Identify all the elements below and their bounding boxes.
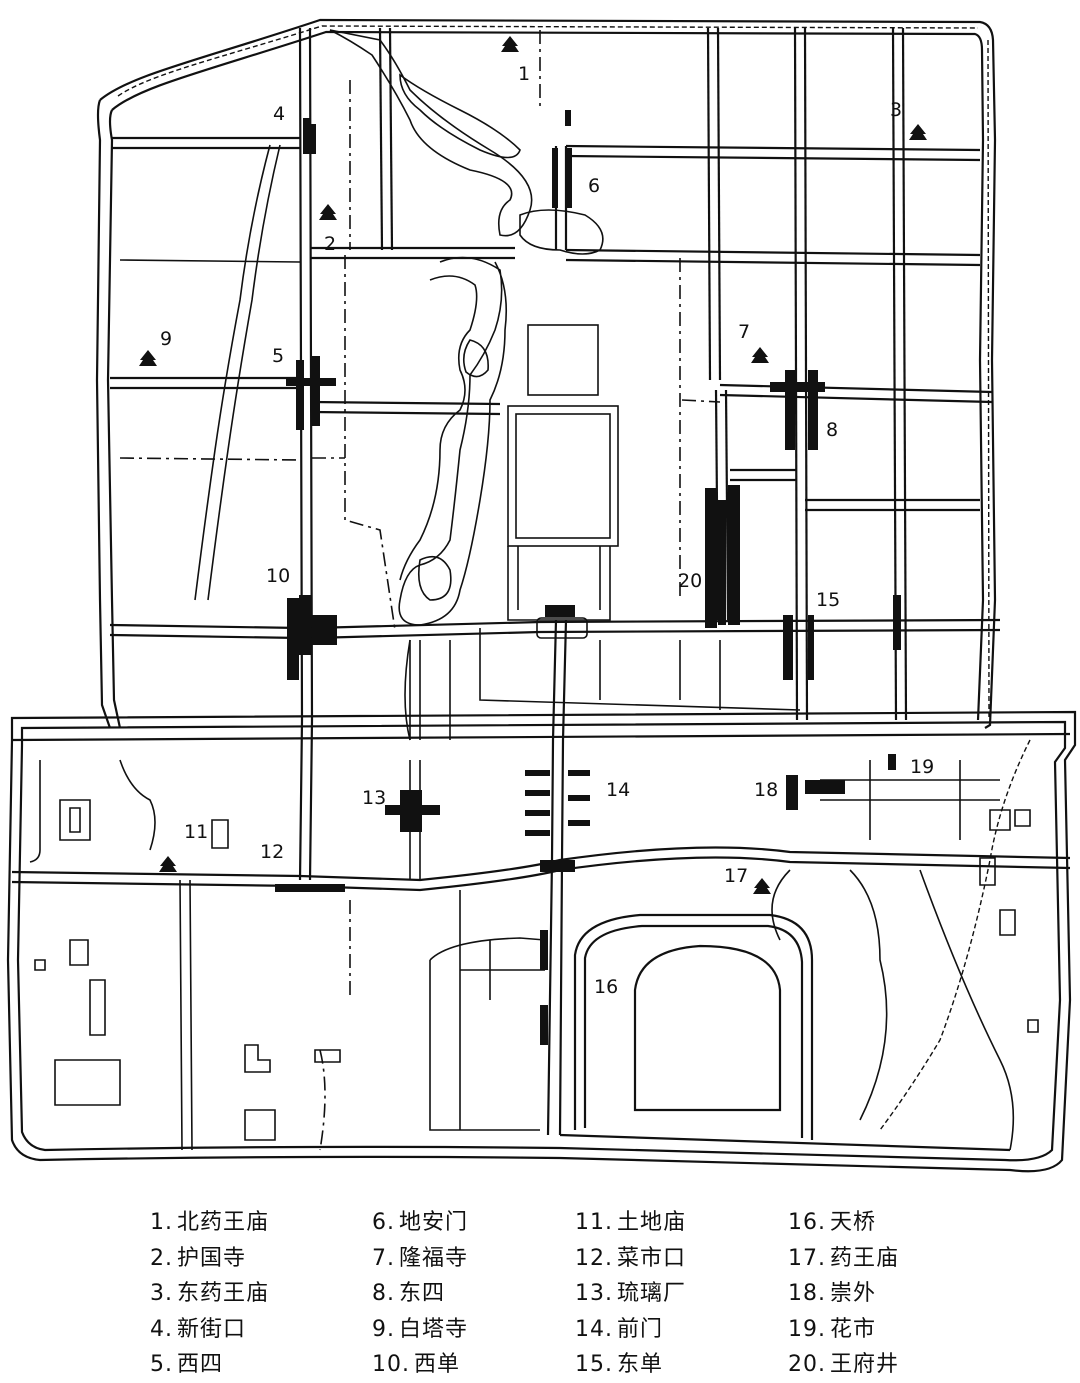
legend-label: 崇外: [830, 1281, 877, 1306]
legend-column: 16.天桥 17.药王庙 18.崇外 19.花市 20.王府井: [788, 1205, 998, 1383]
imperial-city: [344, 255, 801, 740]
map-label-6: 6: [588, 175, 600, 197]
legend-item: 11.土地庙: [575, 1205, 785, 1241]
legend-item: 17.药王庙: [788, 1241, 998, 1277]
legend-item: 10.西单: [372, 1347, 582, 1383]
map-label-3: 3: [890, 99, 902, 121]
legend-label: 王府井: [830, 1352, 900, 1377]
map-label-11: 11: [184, 821, 208, 843]
map-labels: 1 2 3 4 5 6 7 8 9 10 11 12 13 14 15 16 1…: [160, 63, 934, 998]
legend-label: 护国寺: [177, 1245, 247, 1271]
map-label-1: 1: [518, 63, 530, 85]
legend-item: 16.天桥: [788, 1205, 998, 1241]
map-label-17: 17: [724, 865, 748, 887]
legend-label: 琉璃厂: [617, 1281, 687, 1306]
pagoda-icon: [909, 124, 927, 140]
pagoda-icon: [159, 856, 177, 872]
pagoda-icon: [565, 110, 571, 126]
legend-label: 北药王庙: [177, 1210, 270, 1235]
legend-label: 东药王庙: [177, 1281, 270, 1306]
legend-label: 东四: [399, 1281, 446, 1306]
minor-streets: [29, 30, 1039, 1151]
legend-label: 东单: [617, 1352, 664, 1377]
legend-item: 20.王府井: [788, 1347, 998, 1383]
legend-item: 15.东单: [575, 1347, 785, 1383]
legend-item: 5.西四: [150, 1347, 360, 1383]
legend-column: 11.土地庙 12.菜市口 13.琉璃厂 14.前门 15.东单: [575, 1205, 785, 1383]
legend-label: 白塔寺: [399, 1316, 469, 1342]
legend-label: 天桥: [830, 1210, 877, 1235]
cross-streets: [11, 136, 1071, 1152]
map-legend: 1.北药王庙 2.护国寺 3.东药王庙 4.新街口 5.西四 6.地安门 7.隆…: [150, 1205, 950, 1377]
map-label-14: 14: [606, 779, 630, 801]
pagoda-icon: [319, 204, 337, 220]
pagoda-icon: [501, 36, 519, 52]
temple-of-heaven: [573, 913, 814, 1140]
legend-item: 13.琉璃厂: [575, 1276, 785, 1312]
map-label-20: 20: [678, 570, 702, 592]
outer-city-wall: [6, 710, 1077, 1173]
legend-column: 6.地安门 7.隆福寺 8.东四 9.白塔寺 10.西单: [372, 1205, 582, 1383]
legend-label: 药王庙: [830, 1245, 900, 1271]
legend-label: 地安门: [399, 1210, 469, 1235]
legend-item: 12.菜市口: [575, 1241, 785, 1277]
legend-item: 18.崇外: [788, 1276, 998, 1312]
legend-label: 花市: [830, 1316, 877, 1342]
map-label-12: 12: [260, 841, 284, 863]
map-label-13: 13: [362, 787, 386, 809]
city-map: 1 2 3 4 5 6 7 8 9 10 11 12 13 14 15 16 1…: [6, 18, 1077, 1173]
map-label-15: 15: [816, 589, 840, 611]
map-label-18: 18: [754, 779, 778, 801]
legend-item: 7.隆福寺: [372, 1241, 582, 1277]
pagoda-icon: [139, 350, 157, 366]
legend-label: 菜市口: [617, 1245, 687, 1271]
map-label-2: 2: [324, 233, 336, 255]
legend-label: 新街口: [177, 1316, 247, 1342]
map-label-7: 7: [738, 321, 750, 343]
legend-label: 隆福寺: [399, 1245, 469, 1271]
legend-item: 8.东四: [372, 1276, 582, 1312]
map-label-16: 16: [594, 976, 618, 998]
pagoda-icons: [139, 36, 927, 894]
legend-label: 西四: [177, 1352, 224, 1377]
pagoda-icon: [751, 347, 769, 363]
lakes: [329, 29, 604, 626]
map-label-10: 10: [266, 565, 290, 587]
map-label-4: 4: [273, 103, 285, 125]
map-label-19: 19: [910, 756, 934, 778]
legend-column: 1.北药王庙 2.护国寺 3.东药王庙 4.新街口 5.西四: [150, 1205, 360, 1383]
commercial-blocks: [275, 118, 901, 1045]
legend-item: 19.花市: [788, 1312, 998, 1348]
legend-label: 土地庙: [617, 1210, 687, 1235]
legend-item: 14.前门: [575, 1312, 785, 1348]
inner-city-wall: [95, 18, 997, 729]
map-label-5: 5: [272, 345, 284, 367]
legend-item: 4.新街口: [150, 1312, 360, 1348]
map-label-8: 8: [826, 419, 838, 441]
pagoda-icon: [753, 878, 771, 894]
legend-item: 1.北药王庙: [150, 1205, 360, 1241]
legend-item: 3.东药王庙: [150, 1276, 360, 1312]
legend-label: 西单: [414, 1352, 461, 1377]
map-label-9: 9: [160, 328, 172, 350]
main-streets: [298, 27, 908, 1136]
legend-label: 前门: [617, 1316, 664, 1342]
legend-item: 6.地安门: [372, 1205, 582, 1241]
legend-item: 9.白塔寺: [372, 1312, 582, 1348]
legend-item: 2.护国寺: [150, 1241, 360, 1277]
